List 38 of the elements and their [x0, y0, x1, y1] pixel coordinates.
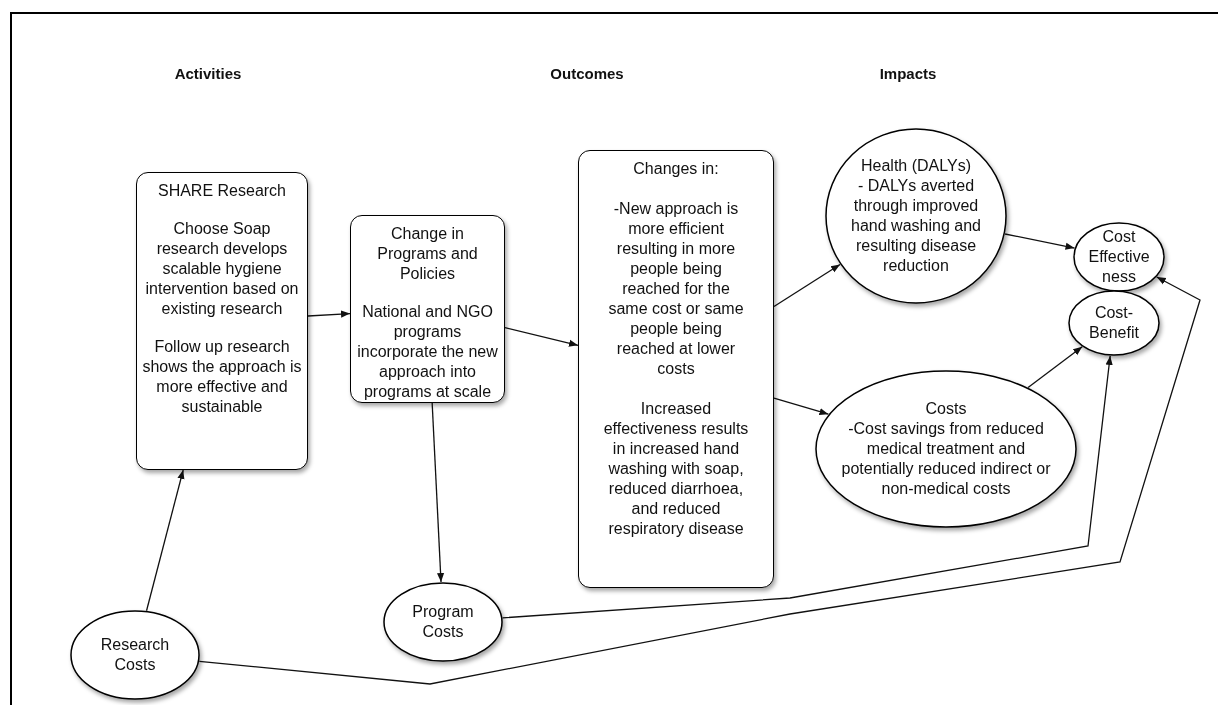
ellipse-node — [70, 610, 200, 700]
node-heading: Change in Programs and Policies — [376, 224, 479, 284]
ellipse-node — [815, 370, 1077, 528]
node-text: - DALYs averted through improved hand washing and resulting disease reduction — [850, 176, 982, 276]
arrow — [773, 397, 830, 416]
node-heading: Health (DALYs) — [860, 156, 972, 176]
column-heading: Impacts — [878, 65, 938, 82]
arrow — [504, 327, 579, 347]
arrow — [431, 402, 445, 583]
node-text: Program Costs — [411, 602, 475, 642]
node-text: Choose Soap research develops scalable hygiene intervention based on existing research — [144, 219, 300, 319]
arrow — [307, 310, 351, 318]
node-heading: SHARE Research — [156, 181, 287, 201]
ellipse-node — [825, 128, 1007, 304]
arrow — [773, 263, 841, 308]
node-text: Cost Effective ness — [1087, 227, 1151, 287]
node-text: Research Costs — [99, 635, 171, 675]
node-text: -New approach is more efficient resulting in more people being reached for the same cost or same people being reached at lower costs — [607, 199, 745, 379]
arrow — [145, 469, 185, 612]
arrow — [502, 355, 1113, 619]
node-text: -Cost savings from reduced medical treatment and potentially reduced indirect or non-medical costs — [841, 419, 1051, 499]
node-text: National and NGO programs incorporate the new approach into programs at scale — [356, 302, 499, 402]
node-text: Cost- Benefit — [1088, 303, 1140, 343]
process-box — [350, 215, 505, 403]
ellipse-node — [383, 582, 503, 662]
ellipse-node — [1068, 290, 1160, 356]
arrow — [1027, 346, 1083, 389]
node-text: Follow up research shows the approach is more effective and sustainable — [142, 337, 302, 417]
node-text: Increased effectiveness results in increased hand washing with soap, reduced diarrhoea, and reduced respiratory disease — [602, 399, 750, 539]
column-heading: Outcomes — [549, 65, 625, 82]
node-heading: Changes in: — [632, 159, 720, 179]
node-heading: Costs — [924, 399, 968, 419]
arrow — [1004, 233, 1076, 250]
process-box — [578, 150, 774, 588]
ellipse-node — [1073, 222, 1165, 292]
arrow — [198, 276, 1201, 685]
process-box — [136, 172, 308, 470]
column-heading: Activities — [173, 65, 243, 82]
